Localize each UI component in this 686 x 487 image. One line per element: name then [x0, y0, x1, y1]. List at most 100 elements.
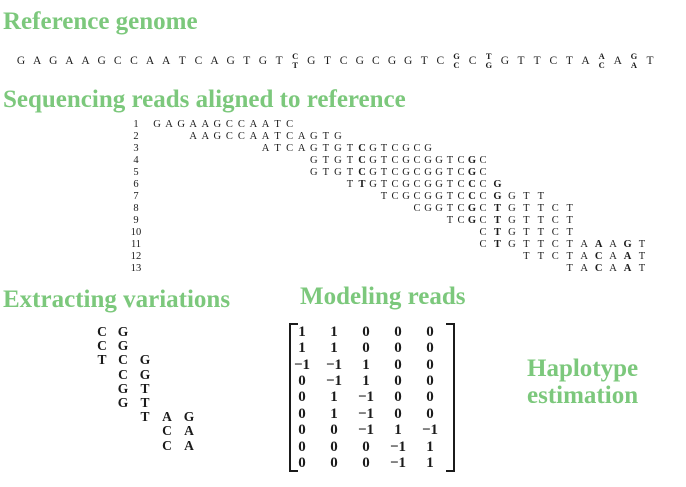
read-variant-base: T [493, 238, 501, 250]
matrix-value: 1 [330, 405, 338, 422]
read-base: C [413, 142, 421, 154]
read-variant-base: C [594, 250, 603, 262]
read-base: A [261, 142, 270, 154]
variant-allele: G [453, 51, 460, 61]
read-base: G [334, 166, 342, 178]
reference-base: A [613, 55, 622, 67]
matrix-value: 0 [394, 389, 402, 406]
read-base: T [537, 202, 545, 214]
read-base: A [261, 118, 270, 130]
read-base: G [435, 202, 443, 214]
reference-base: T [243, 55, 251, 67]
matrix-right-bracket [446, 323, 455, 472]
read-number: 6 [133, 178, 139, 190]
read-base: C [413, 154, 421, 166]
read-base: T [566, 238, 573, 250]
matrix-value: 1 [362, 373, 370, 389]
variation-allele: G [117, 395, 129, 410]
read-variant-base: G [493, 178, 502, 190]
matrix-value: 1 [426, 455, 434, 471]
read-base: A [580, 238, 588, 250]
read-base: G [369, 178, 377, 190]
variation-allele: G [139, 366, 151, 382]
matrix-value: −1 [325, 356, 343, 373]
read-base: G [213, 130, 222, 142]
read-base: T [537, 250, 545, 262]
read-variant-base: T [358, 178, 366, 190]
matrix-value: −1 [357, 422, 375, 439]
matrix-value: 1 [362, 356, 370, 373]
read-base: T [274, 118, 281, 130]
matrix-value: 0 [426, 356, 434, 373]
read-variant-base: T [493, 214, 501, 226]
reference-base: A [145, 55, 155, 67]
matrix-value: 1 [298, 323, 306, 340]
matrix-value: 0 [330, 422, 338, 439]
matrix-value: 0 [394, 405, 402, 422]
reference-base: T [517, 55, 525, 67]
read-base: C [479, 190, 487, 202]
read-base: G [309, 142, 318, 154]
variation-allele: T [140, 395, 150, 410]
read-base: C [286, 118, 294, 130]
read-base: T [523, 190, 530, 202]
read-base: T [446, 154, 454, 166]
read-base: G [369, 166, 377, 178]
matrix-value: 0 [426, 340, 434, 357]
read-base: T [523, 226, 530, 238]
read-base: A [165, 118, 173, 130]
variation-allele: C [162, 423, 172, 439]
read-base: C [413, 166, 421, 178]
reference-base: G [16, 55, 26, 67]
read-base: G [402, 190, 410, 202]
read-base: A [297, 130, 306, 142]
read-base: C [413, 202, 421, 214]
read-base: C [551, 238, 559, 250]
haplotype-line2: estimation [527, 382, 639, 409]
read-base: G [334, 154, 342, 166]
read-variant-base: C [468, 190, 476, 202]
variant-allele: G [485, 60, 493, 70]
read-base: T [322, 142, 330, 154]
matrix-value: 0 [298, 438, 306, 455]
read-base: G [508, 190, 516, 202]
variant-allele: A [598, 51, 605, 61]
variation-allele: G [117, 338, 129, 354]
read-base: C [479, 166, 487, 178]
read-variant-base: C [468, 178, 476, 190]
read-base: T [380, 190, 388, 202]
read-base: C [479, 202, 487, 214]
read-base: A [201, 130, 210, 142]
read-base: T [446, 190, 454, 202]
reference-base: G [97, 55, 106, 67]
variant-allele: G [630, 51, 638, 61]
read-base: G [435, 154, 443, 166]
reference-base: T [420, 55, 428, 67]
reference-base: G [258, 55, 268, 67]
read-variant-base: C [358, 166, 366, 178]
read-base: G [508, 214, 516, 226]
read-number: 9 [133, 214, 139, 226]
read-base: A [261, 130, 270, 142]
read-number: 8 [133, 202, 139, 214]
reference-base: T [646, 55, 654, 67]
read-base: G [435, 166, 443, 178]
read-base: C [225, 118, 233, 130]
read-number: 12 [130, 250, 142, 262]
read-base: G [369, 142, 377, 154]
read-variant-base: A [623, 262, 632, 274]
matrix-value: −1 [293, 356, 311, 373]
read-number: 11 [130, 238, 142, 250]
read-base: C [457, 214, 465, 226]
read-base: T [566, 202, 573, 214]
read-variant-base: G [467, 202, 477, 214]
matrix-value: 1 [394, 422, 402, 439]
reference-base: C [549, 55, 558, 67]
reference-base: G [500, 55, 510, 67]
read-base: G [309, 166, 318, 178]
read-base: C [391, 142, 399, 154]
